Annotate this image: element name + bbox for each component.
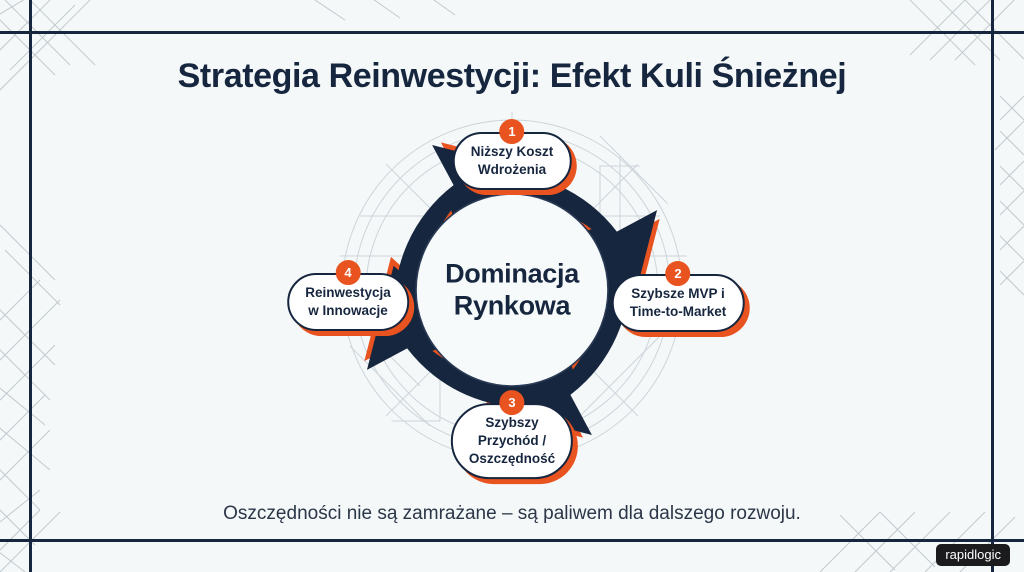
- inner-circle: [415, 193, 609, 387]
- cycle-node-2[interactable]: 2 Szybsze MVP i Time-to-Market: [611, 261, 745, 332]
- node-2-line1: Szybsze MVP i: [631, 286, 725, 302]
- rapidlogic-logo: rapidlogic: [936, 544, 1010, 566]
- node-1-line1: Niższy Koszt: [470, 144, 554, 160]
- node-2-badge: 2: [665, 261, 691, 287]
- node-4-badge: 4: [335, 260, 361, 286]
- cycle-node-1[interactable]: 1 Niższy Koszt Wdrożenia: [452, 119, 572, 190]
- cycle-node-4[interactable]: 4 Reinwestycja w Innowacje: [287, 260, 409, 331]
- node-3-line2: Przychód /: [477, 433, 547, 449]
- node-1-badge: 1: [499, 119, 525, 145]
- node-3-badge: 3: [499, 390, 525, 416]
- node-4-line1: Reinwestycja: [305, 285, 391, 301]
- node-4-line2: w Innowacje: [308, 303, 388, 318]
- slide-title: Strategia Reinwestycji: Efekt Kuli Śnież…: [177, 57, 847, 95]
- slide-caption: Oszczędności nie są zamrażane – są paliw…: [223, 503, 801, 524]
- node-3-line1: Szybszy: [485, 415, 539, 431]
- frame-bottom-line: [0, 539, 1024, 542]
- node-1-line2: Wdrożenia: [477, 162, 547, 177]
- node-2-line2: Time-to-Market: [629, 304, 727, 319]
- node-3-line3: Oszczędność: [468, 450, 556, 466]
- frame-top-line: [0, 31, 1024, 34]
- node-3-pill[interactable]: Szybszy Przychód / Oszczędność: [450, 403, 574, 479]
- cycle-node-3[interactable]: 3 Szybszy Przychód / Oszczędność: [450, 390, 574, 479]
